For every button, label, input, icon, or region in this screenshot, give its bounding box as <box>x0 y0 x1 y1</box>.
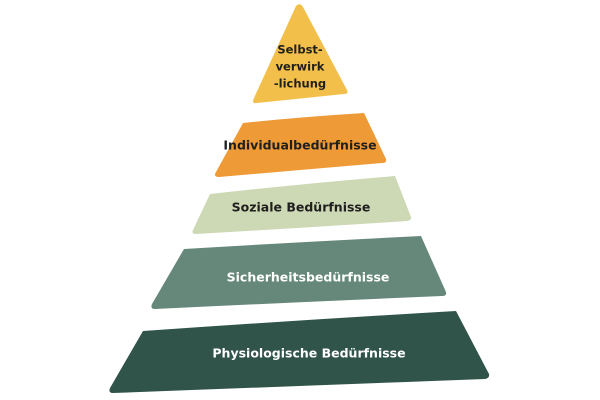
level-shape <box>215 113 387 177</box>
level-physiological-needs: Physiologische Bedürfnisse <box>109 311 490 393</box>
level-shape <box>151 236 447 309</box>
level-label: Soziale Bedürfnisse <box>232 200 371 215</box>
level-social-needs: Soziale Bedürfnisse <box>192 176 412 234</box>
level-shape <box>109 311 490 393</box>
level-label-line: -lichung <box>274 77 326 91</box>
level-individual-needs: Individualbedürfnisse <box>215 113 387 177</box>
level-label: Sicherheitsbedürfnisse <box>227 270 390 285</box>
level-label: Physiologische Bedürfnisse <box>212 346 405 361</box>
level-label-line: verwirk <box>276 60 325 74</box>
level-self-actualization: Selbst- verwirk -lichung <box>253 4 348 104</box>
level-label-line: Selbst- <box>277 43 323 57</box>
level-shape <box>192 176 412 234</box>
level-shape <box>253 4 348 104</box>
level-label: Individualbedürfnisse <box>223 138 376 153</box>
level-safety-needs: Sicherheitsbedürfnisse <box>151 236 447 309</box>
